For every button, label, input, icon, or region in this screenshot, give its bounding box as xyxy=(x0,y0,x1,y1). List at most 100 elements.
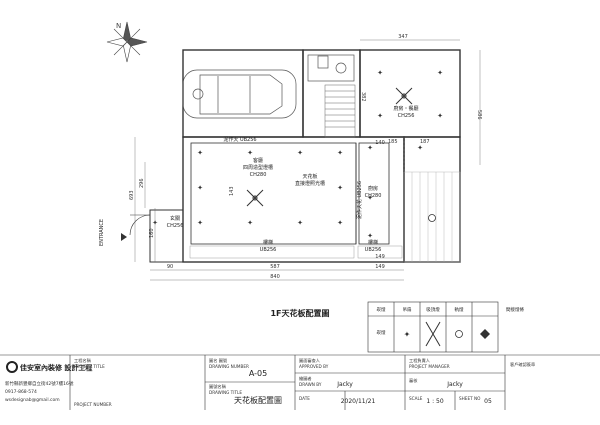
svg-text:✦: ✦ xyxy=(367,232,373,240)
label-stairs-l-ch: UB256 xyxy=(260,247,277,253)
kitchen-area xyxy=(403,171,461,263)
downlight-icons: ✦✦✦✦ ✦✦ ✦✦✦✦ ✦✦✦ ✦✦✦✦ ✦ ✦ xyxy=(152,69,443,240)
dim-inner-f: 382 xyxy=(360,92,366,102)
dim-right: 586 xyxy=(476,110,482,120)
ceiling-lamp-icon xyxy=(455,330,463,338)
dim-bottom-total: 840 xyxy=(270,274,280,280)
dim-inner-a: 143 xyxy=(229,186,235,196)
dim-inner-b: 140 xyxy=(375,140,385,146)
drawing-title-label: 圖號名稱 xyxy=(209,383,227,390)
svg-text:✦: ✦ xyxy=(337,149,343,157)
stairs-upper xyxy=(324,84,356,138)
ceiling-fan-icon xyxy=(246,189,264,207)
company-address: 新竹縣新豐鄉自立街42號7樓16號 xyxy=(5,380,74,387)
approved-en: APPROVED BY xyxy=(299,364,329,369)
label-dining: 廚房・餐廳 xyxy=(393,105,418,112)
stairs-lower xyxy=(189,245,403,259)
legend-label-led-strip: 間接燈條 xyxy=(506,306,524,313)
pm-en: PROJECT MANAGER xyxy=(409,364,450,369)
ceiling-beam-outline xyxy=(190,142,390,245)
approved-label: 圖面審查人 xyxy=(299,357,321,364)
label-beam-top: 泥作天 UB256 xyxy=(223,136,256,143)
checked-label: 審核 xyxy=(409,377,418,384)
label-living-ch: CH280 xyxy=(250,172,267,178)
plan-title: 1F天花板配置圖 xyxy=(270,308,329,318)
ceiling-lamp-icon xyxy=(428,214,436,222)
entrance-label: ENTRANCE xyxy=(99,219,105,246)
dim-bottom-c: 149 xyxy=(375,264,385,270)
svg-text:✦: ✦ xyxy=(437,69,443,77)
pm-label: 工程負責人 xyxy=(409,357,431,364)
legend xyxy=(367,301,499,353)
label-stairs-l: 樓梯 xyxy=(263,239,273,246)
svg-text:✦: ✦ xyxy=(197,219,203,227)
bathroom xyxy=(307,54,355,82)
label-entry-ch: CH256 xyxy=(167,223,184,229)
label-center-sub: 直接燈照光槽 xyxy=(295,180,325,187)
entrance-porch xyxy=(121,209,184,263)
drawing-title: 天花板配置圖 xyxy=(234,395,282,405)
label-stairs-r-ch: UB256 xyxy=(365,247,382,253)
svg-text:✦: ✦ xyxy=(367,194,373,202)
svg-text:✦: ✦ xyxy=(197,149,203,157)
dim-inner-e: 187 xyxy=(420,139,430,145)
track-light-icon xyxy=(480,329,490,339)
sheet-value: 05 xyxy=(484,398,492,405)
dim-bottom-a: 90 xyxy=(167,264,173,270)
drawn-label: 繪圖者 xyxy=(299,375,312,382)
dim-bottom-b: 587 xyxy=(270,264,280,270)
svg-text:✦: ✦ xyxy=(297,149,303,157)
label-living: 客廳 xyxy=(253,157,263,164)
svg-text:✦: ✦ xyxy=(337,219,343,227)
drawing-title-en: DRAWING TITLE xyxy=(209,390,242,395)
dim-left-c: 160 xyxy=(149,228,155,238)
exterior-walls xyxy=(182,49,461,263)
car-icon xyxy=(182,69,297,119)
company-name: 佳安室內裝修 設計工程 xyxy=(20,363,92,372)
label-entry: 玄關 xyxy=(170,215,180,222)
dim-inner-c: 149 xyxy=(375,254,385,260)
sheet-label: SHEET NO xyxy=(459,396,481,401)
project-title-label: 工程名稱 xyxy=(74,357,92,364)
dim-left-a: 693 xyxy=(129,190,135,200)
legend-label-track: 軌燈 xyxy=(455,306,464,313)
svg-text:✦: ✦ xyxy=(437,112,443,120)
drawing-number: A-05 xyxy=(249,369,267,378)
dim-top: 347 xyxy=(398,34,408,40)
label-kitchen-ch: CH280 xyxy=(365,193,382,199)
svg-text:✦: ✦ xyxy=(367,144,373,152)
company-logo-icon xyxy=(6,361,18,373)
drawn-en: DRAWN BY xyxy=(299,382,322,387)
label-center: 天花板 xyxy=(302,173,317,180)
ceiling-fan-icon xyxy=(395,87,413,105)
label-stairs-r: 樓梯 xyxy=(368,239,378,246)
label-beam-right: 泥作天花 UB256 xyxy=(356,181,363,219)
legend-label-ceiling-lamp: 吸頂燈 xyxy=(426,306,440,313)
drawing-number-label: 圖名 圖號 xyxy=(209,357,228,364)
dim-left-b: 296 xyxy=(139,178,145,188)
project-title-en: PROJECT TITLE xyxy=(74,364,105,369)
drawn-by: Jacky xyxy=(336,381,353,388)
project-number-label: PROJECT NUMBER xyxy=(74,402,112,407)
drawing-number-en: DRAWING NUMBER xyxy=(209,364,249,369)
date-label: DATE xyxy=(299,396,310,401)
label-kitchen: 廚房 xyxy=(368,185,378,192)
label-dining-ch: CH256 xyxy=(398,113,415,119)
svg-text:✦: ✦ xyxy=(337,184,343,192)
dimension-lines xyxy=(134,39,481,281)
legend-label-fan: 吊扇 xyxy=(403,306,412,313)
client-label: 客戶確認簽章 xyxy=(510,361,535,368)
legend-label-downlight: 崁燈 xyxy=(377,306,386,313)
svg-text:✦: ✦ xyxy=(377,112,383,120)
svg-text:✦: ✦ xyxy=(247,149,253,157)
scale-label: SCALE xyxy=(409,396,423,401)
company-phone: 0917-868-574 xyxy=(5,389,37,395)
svg-text:✦: ✦ xyxy=(417,144,423,152)
date-value: 2020/11/21 xyxy=(341,398,376,405)
svg-text:✦: ✦ xyxy=(247,219,253,227)
scale-value: 1 : 50 xyxy=(426,398,443,405)
ceiling-fan-icon xyxy=(425,321,441,347)
legend-label-downlight-2: 崁燈 xyxy=(377,329,386,336)
svg-text:✦: ✦ xyxy=(197,184,203,192)
